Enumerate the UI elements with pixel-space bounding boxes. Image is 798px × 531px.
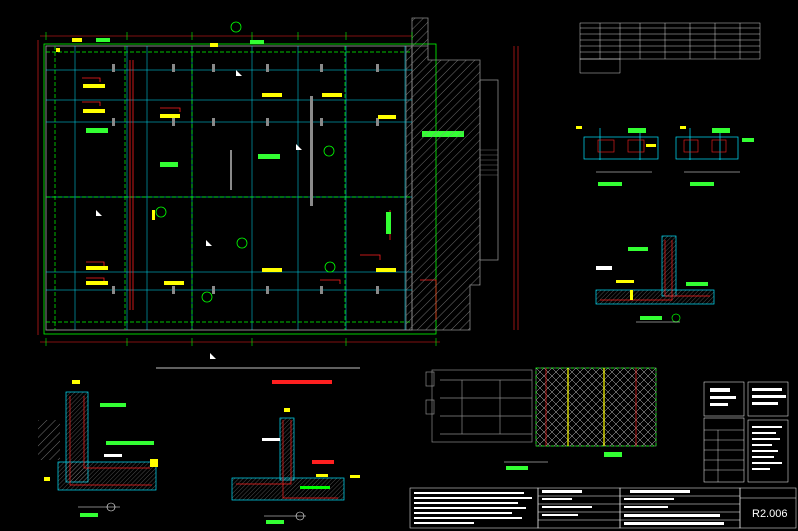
sheet-number: R2.006	[752, 508, 788, 520]
title-block	[409, 487, 797, 529]
mesh-plan	[504, 367, 657, 470]
section-1	[38, 380, 158, 517]
section-detail-wall-slab	[595, 235, 715, 323]
retaining-wall	[405, 17, 481, 331]
beam-lines	[46, 46, 412, 330]
note-flags	[96, 70, 302, 359]
dimension-ticks	[45, 32, 437, 346]
plan-title-bar	[272, 380, 332, 384]
rebar-lines	[82, 60, 437, 320]
grid-lines-horizontal	[46, 69, 412, 291]
section-2	[231, 408, 360, 524]
typical-detail-2	[675, 126, 754, 186]
elevation-view	[425, 369, 533, 443]
grid-lines-vertical	[74, 46, 406, 330]
column-markers	[112, 64, 379, 294]
rebar-schedule-table	[579, 22, 761, 74]
legend-panel	[703, 381, 789, 483]
slab-outline	[45, 45, 413, 331]
dimension-lines	[37, 35, 519, 343]
foundation-plan	[37, 17, 519, 384]
bar-marks	[56, 38, 396, 285]
title-block-text-bars	[414, 490, 724, 525]
typical-detail-1	[576, 126, 659, 186]
section-markers	[155, 21, 336, 303]
stair-treads	[480, 149, 498, 176]
